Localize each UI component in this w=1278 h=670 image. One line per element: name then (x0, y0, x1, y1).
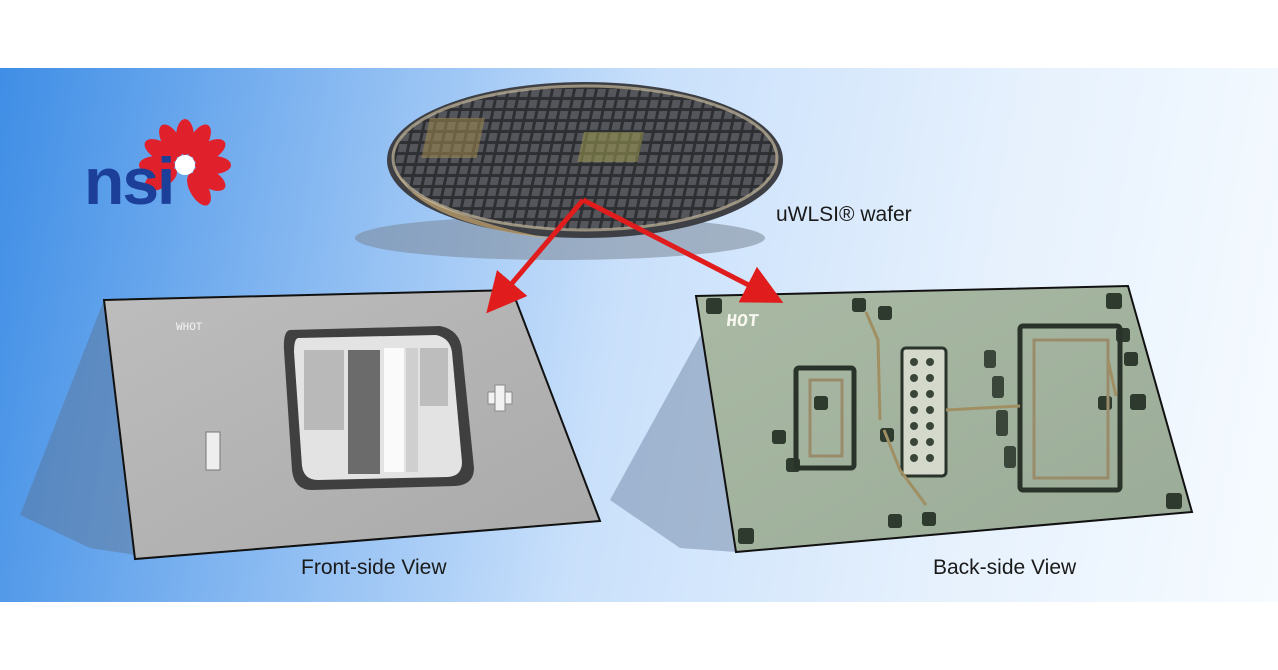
back-side-caption: Back-side View (933, 556, 1077, 579)
front-chip-mark: WHOT (176, 322, 203, 334)
arrow-to-front (486, 198, 585, 314)
wafer-caption: uWLSI® wafer (776, 203, 912, 226)
back-chip-mark: HOT (725, 312, 760, 332)
arrow-to-back (581, 197, 784, 303)
arrows (486, 197, 784, 314)
nsi-logo-text: nsi (84, 144, 175, 218)
front-chip-shadow (20, 300, 135, 555)
red-flower-icon (139, 119, 231, 206)
wafer-image (387, 82, 783, 240)
front-side-caption: Front-side View (301, 556, 447, 579)
back-chip-shadow (610, 300, 736, 552)
back-side-chip: HOT (694, 284, 1194, 554)
front-side-chip: WHOT (102, 288, 602, 561)
